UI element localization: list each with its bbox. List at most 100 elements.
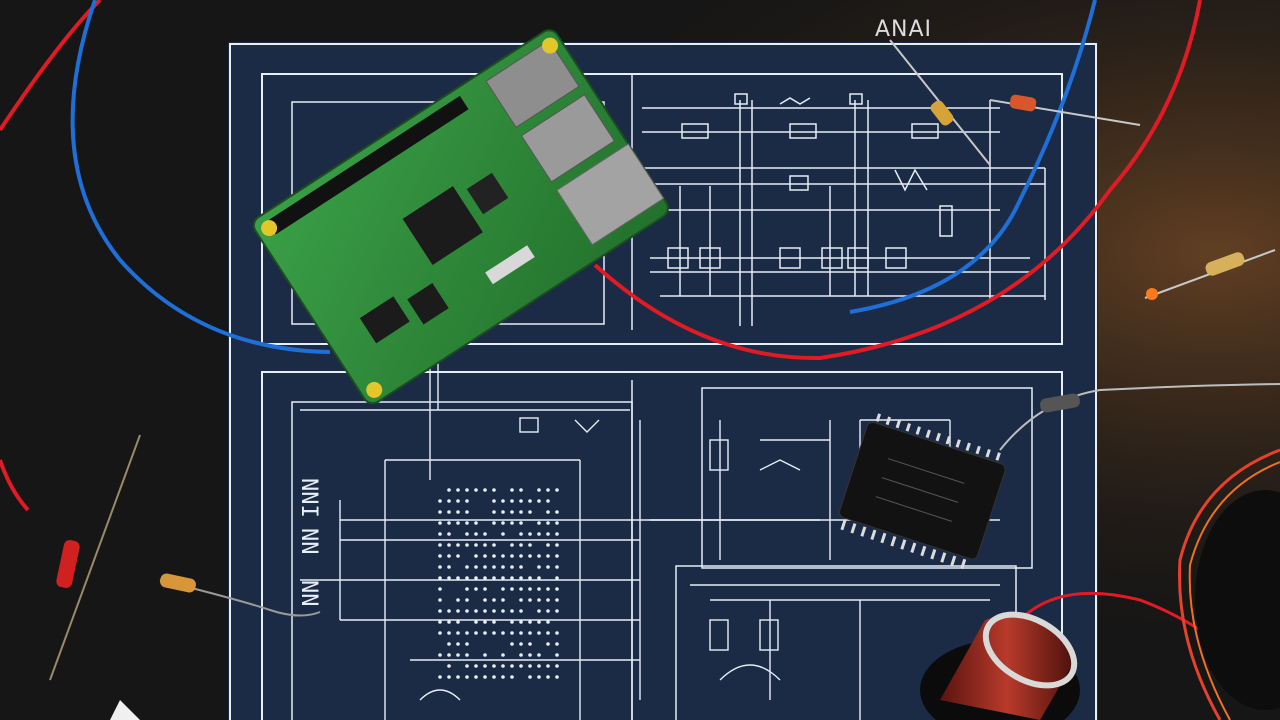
matrix-dot (528, 532, 532, 536)
matrix-dot (528, 576, 532, 580)
matrix-dot (519, 664, 523, 668)
matrix-dot (483, 609, 487, 613)
matrix-dot (474, 631, 478, 635)
matrix-dot (555, 609, 559, 613)
matrix-dot (483, 664, 487, 668)
matrix-dot (438, 543, 442, 547)
matrix-dot (519, 587, 523, 591)
matrix-dot (447, 543, 451, 547)
matrix-dot (528, 653, 532, 657)
matrix-dot (501, 598, 505, 602)
side-label-text-3: NN (296, 580, 321, 607)
matrix-dot (537, 521, 541, 525)
matrix-dot (483, 488, 487, 492)
matrix-dot (546, 675, 550, 679)
matrix-dot (510, 664, 514, 668)
matrix-dot (447, 532, 451, 536)
matrix-dot (438, 631, 442, 635)
matrix-dot (492, 675, 496, 679)
matrix-dot (474, 532, 478, 536)
matrix-dot (465, 543, 469, 547)
matrix-dot (474, 587, 478, 591)
matrix-dot (555, 510, 559, 514)
matrix-dot (447, 554, 451, 558)
matrix-dot (474, 554, 478, 558)
matrix-dot (456, 521, 460, 525)
matrix-dot (447, 609, 451, 613)
matrix-dot (456, 510, 460, 514)
matrix-dot (447, 510, 451, 514)
matrix-dot (465, 576, 469, 580)
matrix-dot (438, 510, 442, 514)
matrix-dot (501, 675, 505, 679)
matrix-dot (519, 510, 523, 514)
matrix-dot (465, 642, 469, 646)
matrix-dot (483, 653, 487, 657)
matrix-dot (528, 598, 532, 602)
matrix-dot (555, 598, 559, 602)
matrix-dot (483, 598, 487, 602)
matrix-dot (501, 565, 505, 569)
matrix-dot (438, 576, 442, 580)
matrix-dot (546, 543, 550, 547)
matrix-dot (537, 653, 541, 657)
matrix-dot (492, 620, 496, 624)
matrix-dot (465, 499, 469, 503)
matrix-dot (519, 543, 523, 547)
matrix-dot (555, 642, 559, 646)
matrix-dot (474, 664, 478, 668)
matrix-dot (492, 631, 496, 635)
matrix-dot (492, 565, 496, 569)
matrix-dot (555, 576, 559, 580)
side-label-text-2: NN (296, 528, 321, 555)
matrix-dot (546, 488, 550, 492)
matrix-dot (474, 675, 478, 679)
matrix-dot (519, 521, 523, 525)
matrix-dot (447, 664, 451, 668)
matrix-dot (528, 510, 532, 514)
matrix-dot (501, 576, 505, 580)
matrix-dot (537, 631, 541, 635)
matrix-dot (438, 499, 442, 503)
matrix-dot (510, 642, 514, 646)
matrix-dot (465, 664, 469, 668)
matrix-dot (537, 488, 541, 492)
matrix-dot (492, 554, 496, 558)
matrix-dot (465, 609, 469, 613)
matrix-dot (537, 598, 541, 602)
matrix-dot (474, 488, 478, 492)
matrix-dot (537, 576, 541, 580)
matrix-dot (510, 510, 514, 514)
matrix-dot (492, 598, 496, 602)
matrix-dot (456, 543, 460, 547)
matrix-dot (438, 653, 442, 657)
matrix-dot (546, 565, 550, 569)
matrix-dot (465, 521, 469, 525)
matrix-dot (555, 587, 559, 591)
matrix-dot (492, 609, 496, 613)
matrix-dot (510, 631, 514, 635)
matrix-dot (456, 499, 460, 503)
matrix-dot (501, 631, 505, 635)
matrix-dot (555, 543, 559, 547)
matrix-dot (474, 565, 478, 569)
matrix-dot (501, 554, 505, 558)
matrix-dot (456, 598, 460, 602)
matrix-dot (492, 576, 496, 580)
matrix-dot (537, 554, 541, 558)
matrix-dot (438, 598, 442, 602)
matrix-dot (501, 587, 505, 591)
matrix-dot (483, 675, 487, 679)
matrix-dot (537, 664, 541, 668)
matrix-dot (528, 675, 532, 679)
matrix-dot (501, 510, 505, 514)
matrix-dot (465, 532, 469, 536)
matrix-dot (483, 532, 487, 536)
matrix-dot (519, 631, 523, 635)
matrix-dot (519, 653, 523, 657)
matrix-dot (546, 620, 550, 624)
matrix-dot (555, 554, 559, 558)
matrix-dot (438, 609, 442, 613)
matrix-dot (438, 554, 442, 558)
